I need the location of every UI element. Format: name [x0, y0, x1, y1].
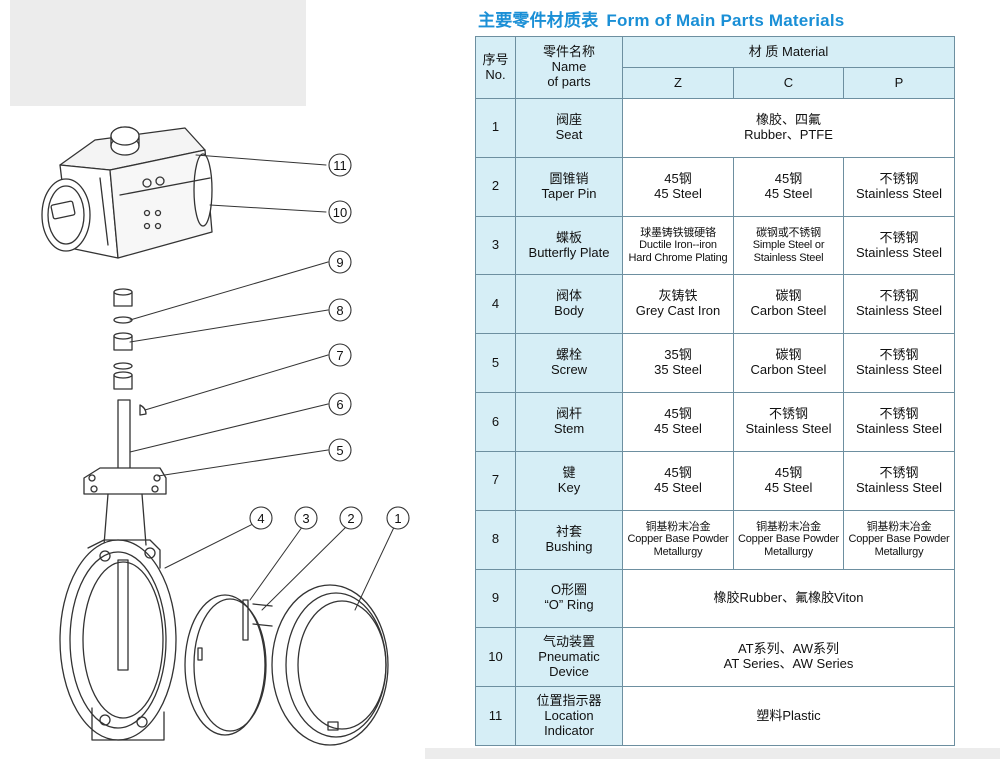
- callout-8: 8: [336, 303, 343, 318]
- callout-6: 6: [336, 397, 343, 412]
- exploded-valve-drawing: 11 10 9 8 7 6 5 4 3 2 1: [41, 126, 410, 746]
- callout-3: 3: [302, 511, 309, 526]
- header-grade-p: P: [842, 67, 956, 99]
- table-title: 主要零件材质表 Form of Main Parts Materials: [478, 6, 844, 31]
- background-strip: [425, 748, 1000, 759]
- callout-1: 1: [394, 511, 401, 526]
- pneumatic-actuator-drawing: [41, 126, 213, 259]
- callout-10: 10: [333, 205, 347, 220]
- title-zh: 主要零件材质表: [478, 11, 599, 30]
- callout-5: 5: [336, 443, 343, 458]
- row-number: 8: [475, 509, 516, 570]
- row-number: 4: [475, 274, 516, 335]
- row-number: 7: [475, 450, 516, 511]
- row-number: 5: [475, 333, 516, 394]
- butterfly-plate-drawing: [184, 594, 273, 736]
- row-number: 2: [475, 156, 516, 217]
- callout-11: 11: [333, 158, 347, 173]
- callout-9: 9: [336, 255, 343, 270]
- row-number: 10: [475, 627, 516, 688]
- seat-drawing: [271, 584, 389, 746]
- callout-markers: [249, 153, 410, 530]
- bushing-stack-drawing: [113, 288, 133, 390]
- callout-7: 7: [336, 348, 343, 363]
- row-number: 9: [475, 568, 516, 629]
- material-all: 橡胶Rubber、氟橡胶Viton: [621, 568, 956, 629]
- row-number: 11: [475, 686, 516, 746]
- valve-body-drawing: [59, 539, 177, 741]
- callout-2: 2: [347, 511, 354, 526]
- callout-4: 4: [257, 511, 264, 526]
- row-number: 1: [475, 98, 516, 158]
- title-en: Form of Main Parts Materials: [606, 11, 845, 30]
- header-grade-z: Z: [622, 67, 734, 99]
- header-material: 材 质 Material: [621, 36, 956, 68]
- row-number: 6: [475, 392, 516, 452]
- row-number: 3: [475, 215, 516, 276]
- background-panel: [10, 0, 306, 106]
- header-grade-c: C: [733, 67, 844, 99]
- part-name: O形圈“O” Ring: [515, 568, 623, 629]
- material-all: 塑料Plastic: [621, 686, 956, 746]
